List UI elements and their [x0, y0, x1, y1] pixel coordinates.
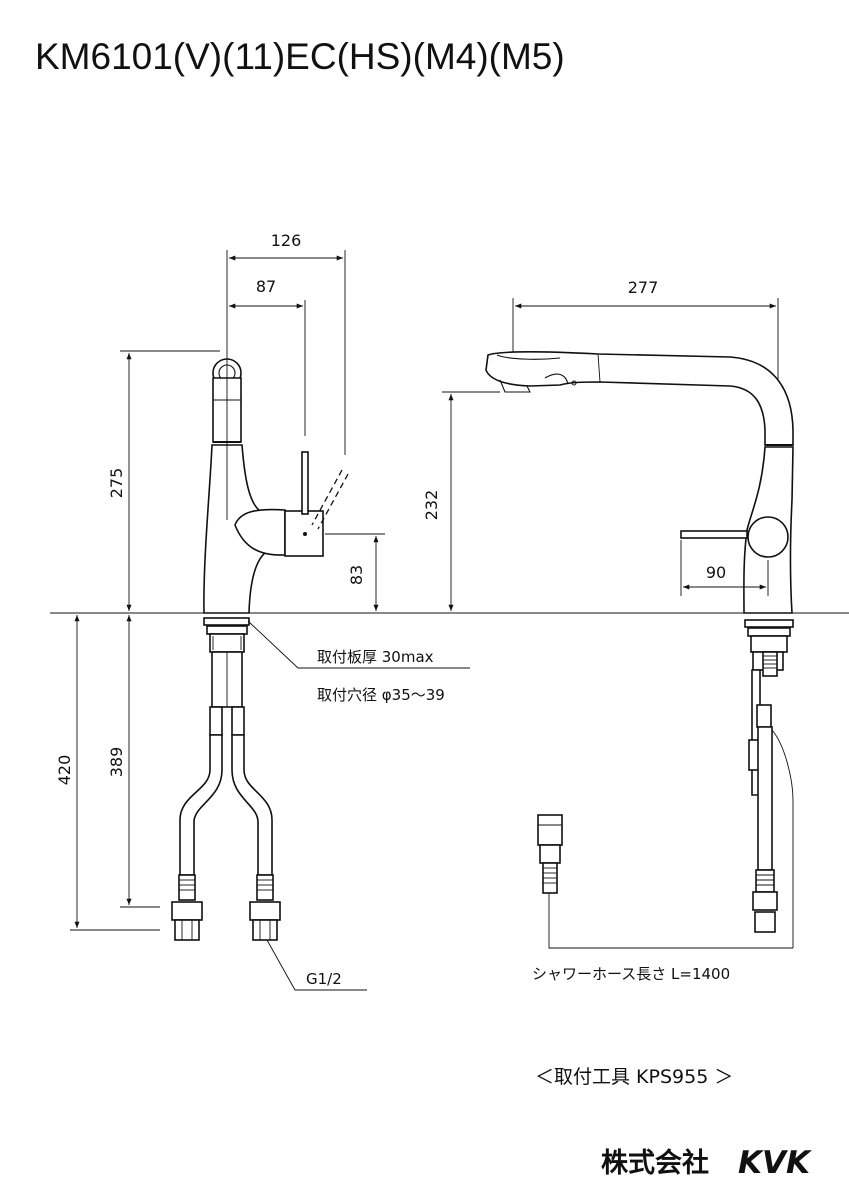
mounting-notes: 取付板厚 30max 取付穴径 φ35～39 G1/2 — [247, 620, 470, 991]
dim-275: 275 — [107, 468, 126, 499]
tool-note: ＜取付工具 KPS955 ＞ — [535, 1066, 733, 1088]
dim-232: 232 — [422, 490, 441, 521]
side-view-faucet — [485, 351, 794, 948]
dim-83: 83 — [347, 565, 366, 585]
front-dimensions: 126 87 275 83 420 389 — [55, 231, 385, 931]
side-dimensions: 277 232 90 — [422, 278, 779, 611]
note-plate-thickness: 取付板厚 30max — [317, 648, 434, 666]
side-lever-hub — [747, 516, 789, 558]
lever-handle — [301, 451, 309, 515]
dim-420: 420 — [55, 755, 74, 786]
side-lever-handle — [680, 530, 748, 539]
note-hole-diameter: 取付穴径 φ35～39 — [317, 686, 445, 704]
dim-90: 90 — [706, 563, 726, 582]
note-shower-hose: シャワーホース長さ L=1400 — [532, 965, 730, 983]
note-thread: G1/2 — [306, 970, 342, 988]
logo-brand: KVK — [738, 1145, 812, 1181]
logo-company: 株式会社 — [601, 1147, 709, 1179]
dim-277: 277 — [628, 278, 659, 297]
kvk-logo: 株式会社 KVK — [601, 1145, 812, 1181]
shower-connector — [537, 814, 793, 949]
dim-389: 389 — [107, 747, 126, 778]
dim-87: 87 — [256, 277, 276, 296]
dim-126: 126 — [271, 231, 302, 250]
drawing-title: KM6101(V)(11)EC(HS)(M4)(M5) — [35, 36, 565, 77]
